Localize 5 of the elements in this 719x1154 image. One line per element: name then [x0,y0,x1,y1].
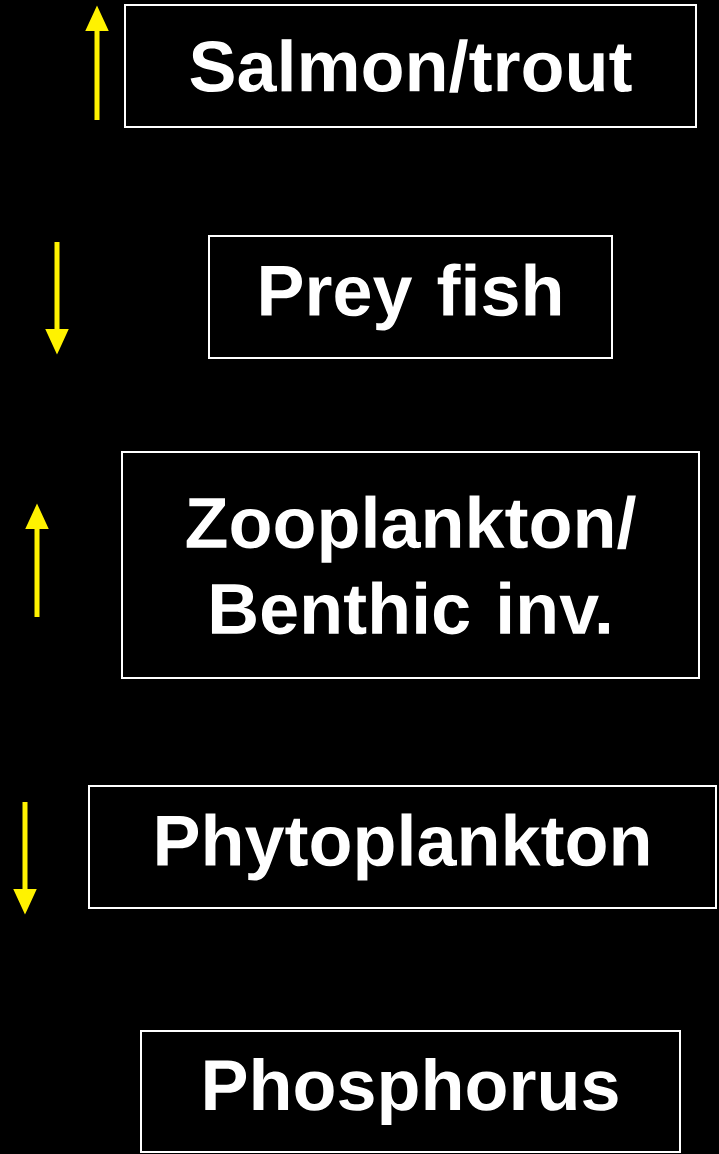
level-box: Prey fish [208,235,613,359]
level-box: Zooplankton/ Benthic inv. [121,451,700,679]
level-box: Salmon/trout [124,4,697,128]
level-box: Phytoplankton [88,785,717,909]
level-box: Phosphorus [140,1030,681,1153]
